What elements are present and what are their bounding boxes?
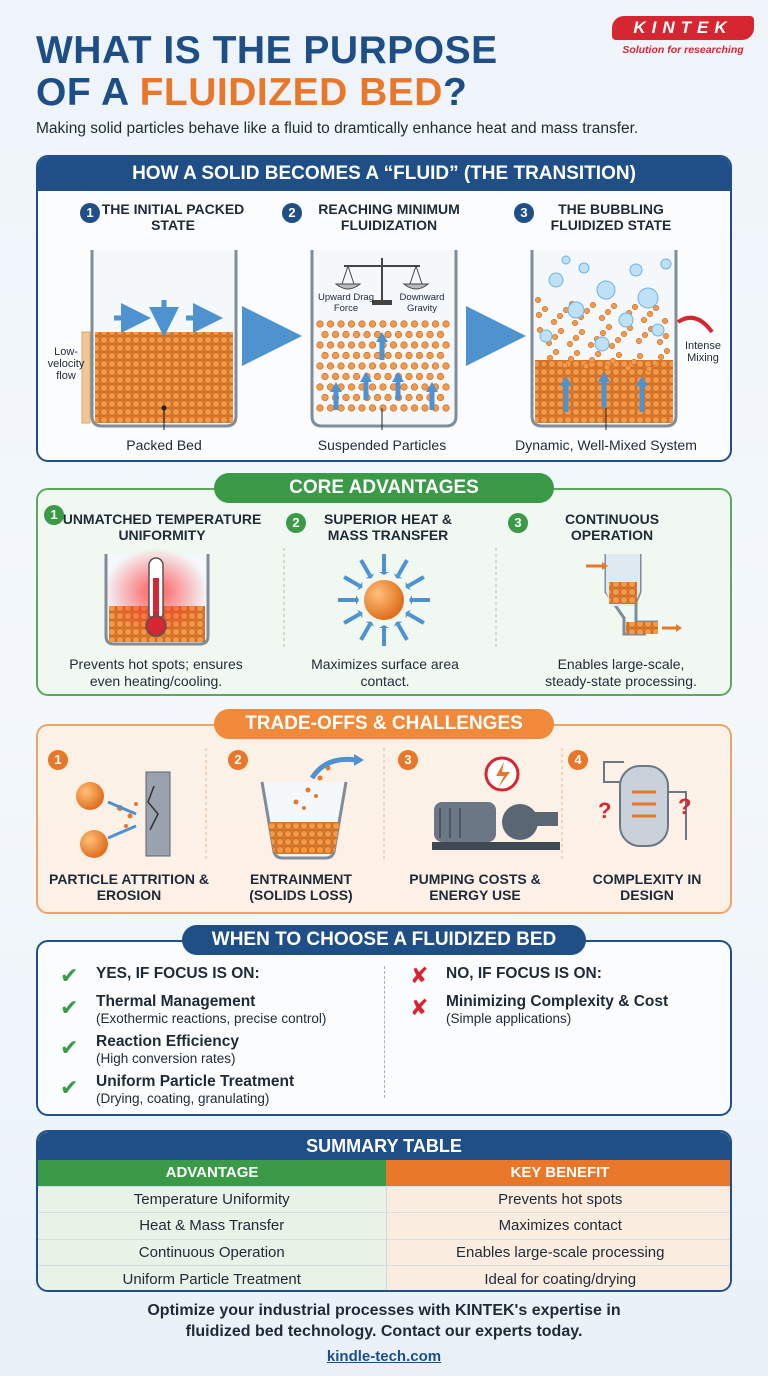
logo-wordmark: KINTEK xyxy=(612,16,754,40)
advantages-illustrations xyxy=(104,548,682,648)
table-cell: Enables large-scale processing xyxy=(386,1238,730,1266)
choose-divider xyxy=(384,966,385,1098)
advantage-1-title: 1 UNMATCHED TEMPERATURE UNIFORMITY xyxy=(44,505,270,543)
downward-gravity-label: Downward Gravity xyxy=(399,292,445,314)
packed-bed-caption: Packed Bed xyxy=(126,437,202,453)
table-cell: Continuous Operation xyxy=(38,1238,387,1266)
intense-mixing-label: Intense Mixing xyxy=(684,340,722,364)
advantage-3-title: 3 CONTINUOUS OPERATION xyxy=(508,511,692,543)
table-cell: Ideal for coating/drying xyxy=(386,1265,730,1290)
website-link[interactable]: kindle-tech.com xyxy=(326,1348,442,1365)
kintek-logo[interactable]: KINTEK Solution for researching xyxy=(612,16,754,62)
tradeoff-3-title: PUMPING COSTS & ENERGY USE xyxy=(409,871,541,903)
particle-attrition-icon xyxy=(76,771,171,858)
summary-section: SUMMARY TABLE ADVANTAGE KEY BENEFIT Temp… xyxy=(36,1130,732,1292)
check-icon: ✔ xyxy=(60,1035,79,1060)
page-title: WHAT IS THE PURPOSE OF A FLUIDIZED BED? xyxy=(36,30,596,114)
tradeoff-number-1: 1 xyxy=(48,750,68,770)
summary-table: ADVANTAGE KEY BENEFIT Temperature Unifor… xyxy=(38,1160,730,1290)
cross-icon: ✘ xyxy=(410,963,429,988)
advantage-1-caption: Prevents hot spots; ensures even heating… xyxy=(69,656,243,689)
complex-vessel-icon: ? ? xyxy=(598,761,691,847)
bubbling-bed-vessel xyxy=(530,250,714,430)
table-cell: Uniform Particle Treatment xyxy=(38,1265,387,1290)
upward-drag-label: Upward Drag Force xyxy=(318,292,374,314)
tradeoff-4-title: COMPLEXITY IN DESIGN xyxy=(592,871,702,903)
check-icon: ✔ xyxy=(60,995,79,1020)
svg-text:?: ? xyxy=(598,798,611,823)
advantage-number-2: 2 xyxy=(286,513,306,533)
entrainment-icon xyxy=(260,754,364,860)
advantage-number-3: 3 xyxy=(508,513,528,533)
step-number-1: 1 xyxy=(80,203,100,223)
title-highlight: FLUIDIZED BED xyxy=(139,71,443,114)
min-fluidization-vessel xyxy=(310,250,458,430)
advantage-2-caption: Maximizes surface area contact. xyxy=(311,656,459,689)
yes-item-thermal: ✔ Thermal Management (Exothermic reactio… xyxy=(60,993,327,1026)
continuous-operation-icon xyxy=(586,554,682,636)
table-cell: Prevents hot spots xyxy=(386,1185,730,1213)
suspended-particles-caption: Suspended Particles xyxy=(317,437,447,453)
well-mixed-caption: Dynamic, Well-Mixed System xyxy=(515,437,697,453)
packed-bed-vessel xyxy=(81,250,238,430)
transition-illustrations xyxy=(81,250,714,430)
logo-tagline: Solution for researching xyxy=(622,44,744,56)
transition-step-1-title: 1 THE INITIAL PACKED STATE xyxy=(76,201,246,233)
tradeoffs-illustrations: ? ? xyxy=(76,748,691,862)
advantages-heading: CORE ADVANTAGES xyxy=(214,473,554,503)
table-cell: Maximizes contact xyxy=(386,1212,730,1239)
advantage-2-title: 2 SUPERIOR HEAT & MASS TRANSFER xyxy=(284,511,468,543)
page-subtitle: Making solid particles behave like a flu… xyxy=(36,120,639,137)
title-line-1: WHAT IS THE PURPOSE xyxy=(36,29,498,72)
advantage-number-1: 1 xyxy=(44,505,64,525)
tradeoff-1-title: PARTICLE ATTRITION & EROSION xyxy=(49,871,209,903)
summary-heading: SUMMARY TABLE xyxy=(38,1132,730,1160)
advantage-3-caption: Enables large-scale, steady-state proces… xyxy=(545,656,697,689)
thermometer-icon xyxy=(104,548,210,646)
cross-icon: ✘ xyxy=(410,995,429,1020)
no-heading-row: ✘ NO, IF FOCUS IS ON: xyxy=(410,963,602,988)
check-icon: ✔ xyxy=(60,963,79,988)
heat-transfer-sphere-icon xyxy=(338,554,430,646)
summary-col-benefit: KEY BENEFIT xyxy=(386,1160,730,1186)
tradeoff-number-4: 4 xyxy=(568,750,588,770)
yes-heading-row: ✔ YES, IF FOCUS IS ON: xyxy=(60,963,260,988)
transition-heading: HOW A SOLID BECOMES A “FLUID” (THE TRANS… xyxy=(38,157,730,191)
footer-cta: Optimize your industrial processes with … xyxy=(147,1302,621,1340)
low-velocity-flow-label: Low-velocity flow xyxy=(47,346,85,382)
tradeoff-number-3: 3 xyxy=(398,750,418,770)
title-line-2: OF A FLUIDIZED BED? xyxy=(36,71,468,114)
transition-step-3-title: 3 THE BUBBLING FLUIDIZED STATE xyxy=(514,201,684,233)
tradeoff-2-title: ENTRAINMENT (SOLIDS LOSS) xyxy=(249,871,353,903)
yes-item-uniform: ✔ Uniform Particle Treatment (Drying, co… xyxy=(60,1073,295,1106)
summary-col-advantage: ADVANTAGE xyxy=(38,1160,386,1186)
yes-item-reaction: ✔ Reaction Efficiency (High conversion r… xyxy=(60,1033,239,1066)
table-cell: Heat & Mass Transfer xyxy=(38,1212,387,1239)
step-number-3: 3 xyxy=(514,203,534,223)
check-icon: ✔ xyxy=(60,1075,79,1100)
tradeoff-number-2: 2 xyxy=(228,750,248,770)
no-item-complexity: ✘ Minimizing Complexity & Cost (Simple a… xyxy=(410,993,669,1026)
tradeoffs-heading: TRADE-OFFS & CHALLENGES xyxy=(214,709,554,739)
svg-text:?: ? xyxy=(678,794,691,819)
transition-step-2-title: 2 REACHING MINIMUM FLUIDIZATION xyxy=(282,201,472,233)
step-number-2: 2 xyxy=(282,203,302,223)
choose-heading: WHEN TO CHOOSE A FLUIDIZED BED xyxy=(182,925,586,955)
table-cell: Temperature Uniformity xyxy=(38,1185,387,1213)
pump-icon xyxy=(432,756,560,850)
